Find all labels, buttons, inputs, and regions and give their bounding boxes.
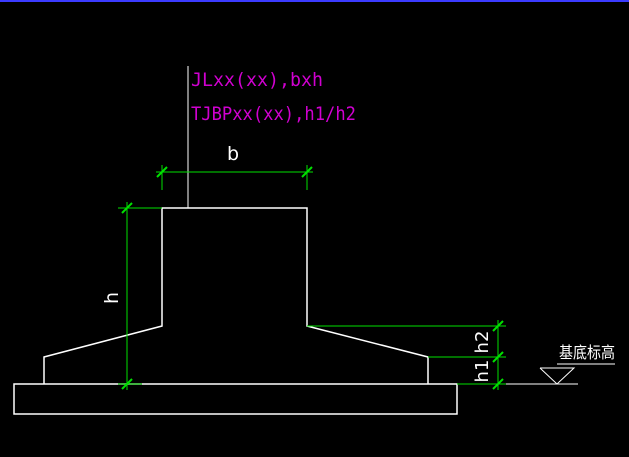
- annotation-strip-base-label: TJBPxx(xx),h1/h2: [191, 103, 356, 125]
- dimension-h2-label: h2: [472, 331, 493, 354]
- annotation-beam-label: JLxx(xx),bxh: [191, 69, 323, 91]
- dimension-b-label: b: [227, 143, 239, 165]
- dimension-h: [118, 202, 162, 390]
- dimension-b: [156, 165, 313, 190]
- foundation-outline: [43, 207, 429, 384]
- dimension-h1-h2: [307, 320, 506, 390]
- dimension-h-label: h: [101, 292, 123, 304]
- elevation-label: 基底标高: [559, 343, 615, 362]
- cushion-layer-outline: [13, 383, 458, 415]
- elevation-marker: [506, 363, 615, 385]
- dimension-h1-label: h1: [472, 360, 493, 383]
